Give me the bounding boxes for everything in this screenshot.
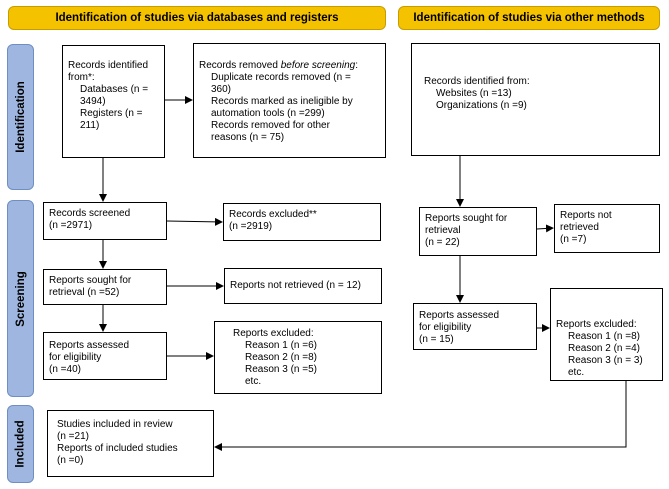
reports-assessed-left-box: Reports assessed for eligibility (n =40) xyxy=(43,332,167,380)
text-line: (n =21) xyxy=(57,431,89,442)
text-part: Records removed xyxy=(199,60,281,71)
text-line: Records removed before screening: xyxy=(199,60,380,72)
text-line: Records screened xyxy=(49,208,131,219)
text-line: Reports excluded: xyxy=(233,328,314,339)
text-line: Reports sought for xyxy=(49,275,132,286)
reports-sought-left-box: Reports sought for retrieval (n =52) xyxy=(43,269,167,305)
records-excluded-box: Records excluded** (n =2919) xyxy=(223,203,381,241)
records-screened-box: Records screened (n =2971) xyxy=(43,202,167,240)
text-line: Reports sought for xyxy=(425,213,508,224)
text-line: Records identified xyxy=(68,60,149,71)
text-line: Reports not xyxy=(560,210,612,221)
text-line: Reason 2 (n =8) xyxy=(245,352,317,363)
text-line: for eligibility xyxy=(419,322,472,333)
text-line: Records excluded** xyxy=(229,209,317,220)
text-line: Organizations (n =9) xyxy=(436,100,527,111)
phase-included: Included xyxy=(7,405,34,483)
records-removed-box: Records removed before screening: Duplic… xyxy=(193,43,386,158)
text-line: (n = 15) xyxy=(419,334,454,345)
arrow xyxy=(166,217,223,226)
text-line: 360) xyxy=(211,84,232,95)
text-line: Databases (n = xyxy=(80,84,149,95)
text-line: (n = 22) xyxy=(425,237,460,248)
text-line: (n =2919) xyxy=(229,221,273,232)
header-other-methods: Identification of studies via other meth… xyxy=(398,6,660,30)
text-line: Websites (n =13) xyxy=(436,88,512,99)
text-line: retrieval xyxy=(425,225,461,236)
text-line: Records removed for other xyxy=(211,120,330,131)
arrow xyxy=(536,224,554,233)
arrow xyxy=(214,381,627,451)
text-line: (n =40) xyxy=(49,364,81,375)
text-line: automation tools (n =299) xyxy=(211,108,325,119)
text-line: (n =2971) xyxy=(49,220,93,231)
phase-identification: Identification xyxy=(7,44,34,190)
text-part: : xyxy=(355,60,358,71)
text-line: Reason 2 (n =4) xyxy=(568,343,640,354)
text-line: Reports assessed xyxy=(419,310,500,321)
text-line: reasons (n = 75) xyxy=(211,132,285,143)
phase-screening: Screening xyxy=(7,200,34,397)
text-line: Registers (n = xyxy=(80,108,143,119)
text-line: 211) xyxy=(80,120,100,131)
text-line: Records identified from: xyxy=(424,76,530,87)
text-line: Reason 1 (n =6) xyxy=(245,340,317,351)
text-line: (n =7) xyxy=(560,234,587,245)
text-line: Records marked as ineligible by xyxy=(211,96,353,107)
text-line: (n =0) xyxy=(57,455,84,466)
reports-sought-right-box: Reports sought for retrieval (n = 22) xyxy=(419,207,537,256)
text-line: from*: xyxy=(68,72,95,83)
text-line: etc. xyxy=(245,376,262,387)
records-identified-box: Records identified from*: Databases (n =… xyxy=(62,45,165,158)
text-line: Reason 1 (n =8) xyxy=(568,331,640,342)
reports-assessed-right-box: Reports assessed for eligibility (n = 15… xyxy=(413,303,537,350)
text-line: Reason 3 (n = 3) xyxy=(568,355,643,366)
text-line: 3494) xyxy=(80,96,106,107)
text-line: Reports of included studies xyxy=(57,443,178,454)
header-databases: Identification of studies via databases … xyxy=(8,6,386,30)
text-line: Studies included in review xyxy=(57,419,173,430)
studies-included-box: Studies included in review (n =21) Repor… xyxy=(47,410,214,477)
reports-excluded-left-box: Reports excluded: Reason 1 (n =6) Reason… xyxy=(214,321,382,394)
text-line: retrieved xyxy=(560,222,599,233)
text-line: for eligibility xyxy=(49,352,102,363)
reports-not-retrieved-right-box: Reports not retrieved (n =7) xyxy=(554,204,660,253)
other-records-identified-box: Records identified from: Websites (n =13… xyxy=(411,43,660,156)
text-line: retrieval (n =52) xyxy=(49,287,120,298)
text-line: Reason 3 (n =5) xyxy=(245,364,317,375)
text-line: Duplicate records removed (n = xyxy=(211,72,351,83)
text-line: Reports excluded: xyxy=(556,319,637,330)
text-line: Reports assessed xyxy=(49,340,130,351)
text-line: etc. xyxy=(568,367,585,378)
text-part: before screening xyxy=(280,60,356,71)
reports-excluded-right-box: Reports excluded: Reason 1 (n =8) Reason… xyxy=(550,288,663,381)
reports-not-retrieved-left-box: Reports not retrieved (n = 12) xyxy=(224,268,382,304)
text-line: Reports not retrieved (n = 12) xyxy=(230,280,361,291)
